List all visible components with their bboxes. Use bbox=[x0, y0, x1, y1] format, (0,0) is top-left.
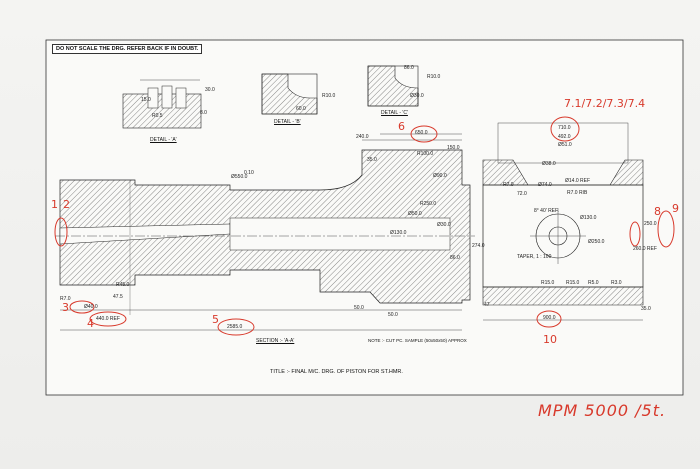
dim-label: Ø51.0 bbox=[558, 142, 572, 148]
detail-b-view bbox=[261, 73, 318, 115]
dim-label: 30.0 bbox=[205, 87, 215, 93]
dim-label: 440.0 REF bbox=[96, 316, 120, 322]
dim-label: Ø30.0 bbox=[410, 93, 424, 99]
scale-note: DO NOT SCALE THE DRG. REFER BACK IF IN D… bbox=[52, 44, 203, 54]
dim-label: Ø74.0 bbox=[538, 182, 552, 188]
detail-c-caption: DETAIL - 'C' bbox=[381, 110, 408, 116]
dim-label: Ø30.0 bbox=[437, 222, 451, 228]
dim-label: 72.0 bbox=[517, 191, 527, 197]
dim-label: 35.0 bbox=[641, 306, 651, 312]
dim-label: 274.0 bbox=[472, 243, 485, 249]
dim-label: Ø130.0 bbox=[580, 215, 597, 221]
dim-label: 47 bbox=[484, 302, 490, 308]
dim-label: R250.0 bbox=[420, 201, 437, 207]
section-caption: SECTION :- 'A-A' bbox=[256, 338, 295, 344]
dim-label: R5.0 bbox=[588, 280, 599, 286]
dim-label: 492.0 bbox=[558, 134, 571, 140]
red-note-5: 5 bbox=[212, 313, 219, 326]
dim-label: Ø250.0 bbox=[588, 239, 605, 245]
dim-label: R7.0 RIB bbox=[567, 190, 588, 196]
dim-label: 150.0 bbox=[447, 145, 460, 151]
end-view bbox=[482, 122, 644, 321]
dim-label: 35.0 bbox=[367, 157, 377, 163]
dim-label: 60.0 bbox=[296, 106, 306, 112]
red-note-10: 10 bbox=[543, 333, 557, 346]
dim-label: 86.0 bbox=[404, 65, 414, 71]
red-markings bbox=[54, 116, 675, 336]
dim-label: 47.5 bbox=[113, 294, 123, 300]
red-note-1: 1 bbox=[51, 198, 58, 211]
dim-label: 50.0 bbox=[388, 312, 398, 318]
red-note-6: 6 bbox=[398, 120, 405, 133]
dim-label: 250.0 bbox=[644, 221, 657, 227]
dim-label: Ø38.0 bbox=[542, 161, 556, 167]
red-stamp: MPM 5000 /5t. bbox=[538, 401, 667, 420]
dim-label: TAPER, 1 : 100 bbox=[517, 254, 552, 260]
dim-label: Ø50.0 bbox=[408, 211, 422, 217]
dim-label: 15.0 bbox=[141, 97, 151, 103]
dim-label: R100.0 bbox=[417, 151, 434, 157]
dim-label: Ø90.0 bbox=[433, 173, 447, 179]
red-note-4: 4 bbox=[87, 317, 94, 330]
dim-label: R0.5 bbox=[152, 113, 163, 119]
dim-label: 2585.0 bbox=[227, 324, 243, 330]
detail-a-view bbox=[122, 79, 202, 129]
dim-label: R7.0 bbox=[60, 296, 71, 302]
dim-label: R15.0 bbox=[566, 280, 580, 286]
dim-label: 8° 40' REF. bbox=[534, 208, 559, 214]
dim-label: 8.0 bbox=[200, 110, 207, 116]
red-note-8: 8 bbox=[654, 205, 661, 218]
cut-sample-note: NOTE :- CUT PC. SAMPLE (50x50x50) APPROX bbox=[368, 338, 467, 343]
detail-a-caption: DETAIL - 'A' bbox=[150, 137, 177, 143]
dim-label: R7.0 bbox=[503, 182, 514, 188]
dim-label: 240.0 bbox=[356, 134, 369, 140]
dim-label: R15.0 bbox=[541, 280, 555, 286]
dim-label: 50.0 bbox=[354, 305, 364, 311]
dim-label: Ø14.0 REF bbox=[565, 178, 591, 184]
red-note-7: 7.1/7.2/7.3/7.4 bbox=[564, 97, 646, 110]
red-note-9: 9 bbox=[672, 202, 679, 215]
dim-label: 260.0 REF bbox=[633, 246, 657, 252]
dim-label: R10.0 bbox=[427, 74, 441, 80]
dim-label: R10.0 bbox=[322, 93, 336, 99]
dim-label: 86.0 bbox=[450, 255, 460, 261]
dim-label: 0.10 bbox=[244, 170, 254, 176]
red-note-3: 3 bbox=[62, 301, 69, 314]
dim-label: Ø130.0 bbox=[390, 230, 407, 236]
dim-label: Ø550.0 bbox=[231, 174, 248, 180]
dim-label: R45.0 bbox=[116, 282, 130, 288]
dim-label: 900.0 bbox=[543, 315, 556, 321]
dim-label: R3.0 bbox=[611, 280, 622, 286]
drawing-title: TITLE :- FINAL M/C. DRG. OF PISTON FOR S… bbox=[270, 369, 403, 375]
dim-label: 650.0 bbox=[415, 130, 428, 136]
dim-label: 710.0 bbox=[558, 125, 571, 131]
red-note-2: 2 bbox=[63, 198, 70, 211]
dim-label: Ø40.0 bbox=[84, 304, 98, 310]
detail-b-caption: DETAIL - 'B' bbox=[274, 119, 301, 125]
section-a-a-view bbox=[55, 133, 475, 331]
detail-c-view bbox=[367, 65, 419, 107]
